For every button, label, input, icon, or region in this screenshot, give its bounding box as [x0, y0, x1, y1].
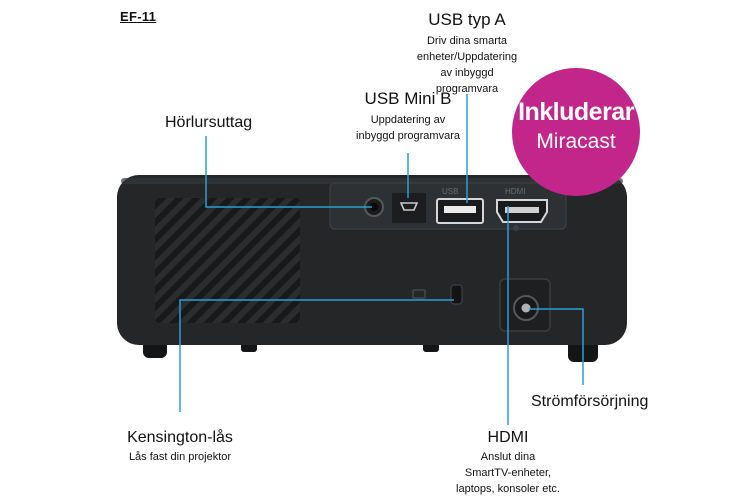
hdmi-desc-1: Anslut dina [480, 451, 536, 463]
usb-mini-b-desc-2: inbyggd programvara [356, 130, 460, 142]
usb-port-label: USB [442, 187, 458, 196]
hdmi-desc-3: laptops, konsoler etc. [456, 483, 560, 495]
hdmi-icon [496, 199, 548, 223]
hdmi-desc-2: SmartTV-enheter, [464, 467, 552, 479]
kensington-label: Kensington-lås Lås fast din projektor [127, 429, 233, 465]
usb-a-desc-3: av inbyggd [440, 67, 494, 79]
power-jack-icon [513, 295, 539, 321]
usb-mini-b-icon [392, 193, 426, 223]
leader-kensington [179, 299, 454, 412]
hdmi-port-label: HDMI [505, 187, 525, 196]
usb-mini-b-label: USB Mini B Uppdatering av inbyggd progra… [356, 89, 460, 144]
hdmi-title: HDMI [487, 429, 529, 446]
miracast-badge: Inkluderar Miracast [512, 68, 640, 196]
hdmi-label: HDMI Anslut dina SmartTV-enheter, laptop… [456, 429, 560, 497]
usb-a-icon [436, 198, 484, 224]
vent-grille [155, 198, 300, 323]
usb-a-title: USB typ A [428, 10, 506, 29]
leader-power [529, 308, 584, 385]
usb-a-desc-4: programvara [435, 83, 499, 95]
headphone-label: Hörlursuttag [165, 114, 253, 131]
power-label: Strömförsörjning [531, 393, 649, 410]
kensington-title: Kensington-lås [127, 429, 233, 446]
kensington-desc: Lås fast din projektor [128, 451, 232, 463]
usb-a-desc-2: enheter/Uppdatering [416, 51, 518, 63]
leader-lines [179, 94, 584, 425]
badge-line1: Inkluderar [518, 98, 634, 126]
usb-a-label: USB typ A Driv dina smarta enheter/Uppda… [417, 10, 517, 97]
badge-line2: Miracast [536, 130, 616, 153]
leader-headphone [205, 136, 372, 208]
usb-mini-b-desc-1: Uppdatering av [370, 114, 446, 126]
model-name: EF-11 [120, 9, 157, 24]
usb-mini-b-title: USB Mini B [364, 89, 452, 108]
usb-a-desc-1: Driv dina smarta [426, 35, 508, 47]
